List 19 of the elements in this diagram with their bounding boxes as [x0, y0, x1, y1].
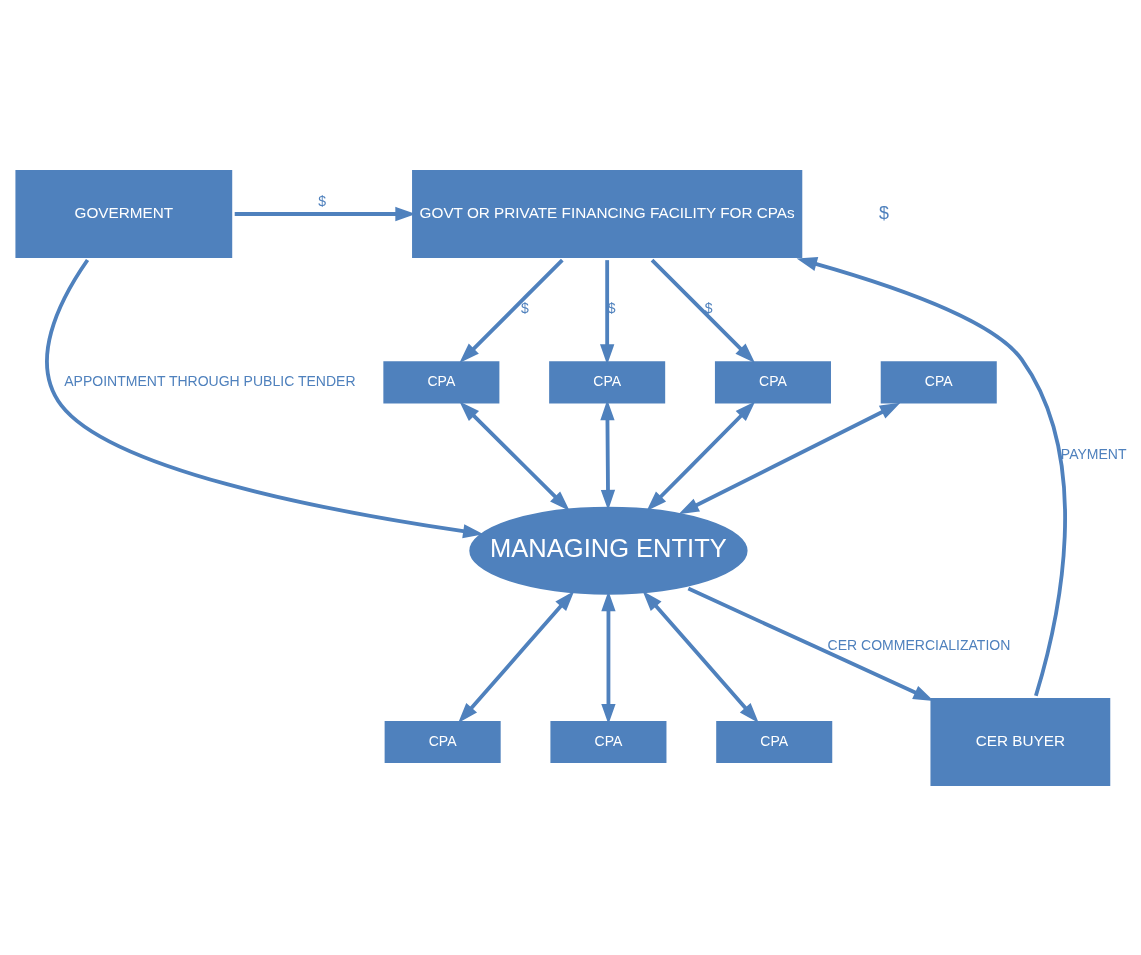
edge-label: APPOINTMENT THROUGH PUBLIC TENDER: [64, 372, 356, 389]
arrow: [459, 401, 570, 511]
arrow: [646, 401, 756, 511]
edge-label: CER COMMERCIALIZATION: [827, 636, 1011, 653]
edge-label: $: [521, 299, 529, 316]
label: $: [878, 202, 889, 223]
arrow: [45, 258, 484, 538]
arrow: [687, 586, 934, 701]
arrow: [642, 590, 759, 723]
arrow: [234, 206, 416, 221]
arrow: [600, 259, 615, 365]
arrow: [796, 256, 1067, 696]
arrow: [650, 258, 755, 363]
arrow: [678, 402, 901, 514]
arrow: [458, 590, 575, 723]
edge-label: $: [318, 192, 327, 209]
edge-label: $: [704, 299, 713, 316]
arrow: [459, 258, 564, 363]
edge-label: PAYMENT: [1060, 445, 1127, 462]
